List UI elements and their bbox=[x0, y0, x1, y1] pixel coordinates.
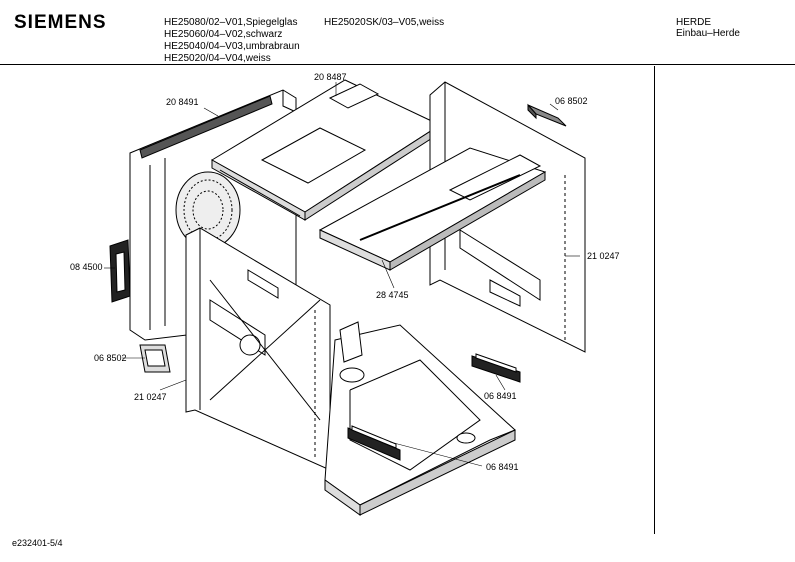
bottom-tray bbox=[324, 321, 516, 516]
bracket-right bbox=[471, 353, 521, 383]
part-label: 06 8491 bbox=[484, 391, 517, 401]
part-label: 21 0247 bbox=[587, 251, 620, 261]
part-label: 20 8491 bbox=[166, 97, 199, 107]
leader-lines bbox=[104, 82, 580, 467]
side-panel-left bbox=[185, 227, 331, 471]
fan-grille bbox=[175, 171, 241, 249]
category-line: HERDE bbox=[676, 17, 712, 28]
header-divider bbox=[0, 64, 795, 65]
category-line: Einbau–Herde bbox=[676, 28, 740, 39]
connector-block bbox=[109, 239, 131, 303]
bracket-bottom bbox=[347, 425, 401, 461]
rail-bracket bbox=[318, 147, 547, 271]
part-label: 06 8491 bbox=[486, 462, 519, 472]
part-label: 08 4500 bbox=[70, 262, 103, 272]
document-reference: e232401-5/4 bbox=[12, 538, 63, 548]
model-line: HE25040/04–V03,umbrabraun bbox=[164, 41, 300, 52]
model-line: HE25080/02–V01,Spiegelglas bbox=[164, 17, 298, 28]
part-label: 21 0247 bbox=[134, 392, 167, 402]
brand-logo: SIEMENS bbox=[14, 12, 107, 33]
part-label: 28 4745 bbox=[376, 290, 409, 300]
part-label: 06 8502 bbox=[94, 353, 127, 363]
part-label: 06 8502 bbox=[555, 96, 588, 106]
model-list-secondary: HE25020SK/03–V05,weiss bbox=[324, 17, 444, 29]
model-line: HE25020SK/03–V05,weiss bbox=[324, 17, 445, 28]
category: HERDE Einbau–Herde bbox=[676, 17, 740, 39]
top-cover bbox=[211, 79, 442, 221]
model-line: HE25060/04–V02,schwarz bbox=[164, 29, 283, 40]
margin-divider bbox=[654, 66, 655, 534]
model-list: HE25080/02–V01,Spiegelglas HE25060/04–V0… bbox=[164, 17, 300, 65]
handle-left bbox=[139, 344, 171, 373]
handle-top bbox=[527, 103, 567, 127]
model-line: HE25020/04–V04,weiss bbox=[164, 53, 271, 64]
part-label: 20 8487 bbox=[314, 72, 347, 82]
